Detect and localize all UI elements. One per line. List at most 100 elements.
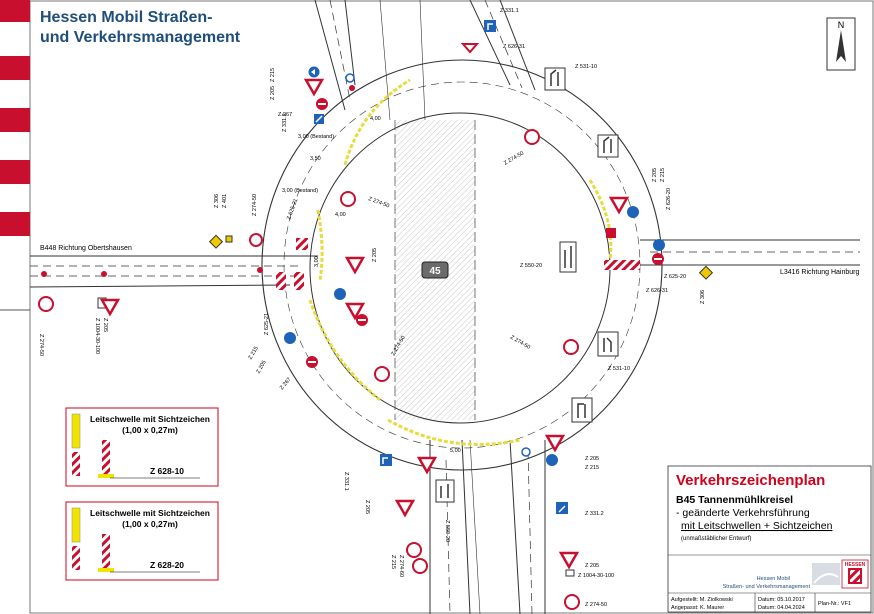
project-line1: - geänderte Verkehrsführung	[676, 507, 810, 519]
sign-label: Z 205	[652, 168, 658, 182]
legend-1-size: (1,00 x 0,27m)	[122, 425, 178, 435]
dim-label: 4,00	[335, 212, 346, 218]
sign-roundabout-ne	[627, 206, 639, 218]
sign-label: Z 267	[279, 377, 293, 392]
sign-priority-east	[698, 265, 714, 280]
chevron-board	[604, 260, 640, 270]
sign-label: Z 625-20	[664, 274, 686, 280]
date-created: Datum: 05.10.2017	[758, 597, 805, 603]
sign-label: Z 215	[270, 68, 276, 82]
sign-yield-center-b	[344, 302, 366, 321]
sign-label: Z 205	[256, 360, 268, 375]
north-arrow-icon	[836, 30, 846, 62]
sign-yield-sw-b	[394, 499, 416, 518]
header-line1: Hessen Mobil Straßen-	[40, 9, 212, 26]
sign-label: Z 215	[660, 168, 666, 182]
marker-west	[41, 271, 47, 277]
sign-50-west	[249, 233, 263, 247]
legend-box-2: Leitschwelle mit Sichtzeichen (1,00 x 0,…	[65, 501, 219, 581]
sign-401	[225, 235, 233, 243]
org-name-2: Straßen- und Verkehrsmanagement	[723, 584, 811, 590]
sign-yield-se	[544, 434, 566, 453]
sign-50-west-b	[38, 296, 54, 312]
sign-60-s	[406, 542, 422, 558]
sign-label: Z 274-50	[252, 194, 258, 216]
sign-yield-center	[344, 256, 366, 275]
motorway-number: 45	[429, 266, 441, 277]
sign-label: Z 1004-30-100	[578, 573, 614, 579]
north-label: N	[838, 20, 845, 30]
sign-yield-west	[99, 298, 121, 317]
sign-label: Z 531-10	[575, 64, 597, 70]
sign-50-se	[563, 339, 579, 355]
sign-331-1	[484, 20, 496, 32]
dim-label: 3,00	[314, 256, 320, 267]
sign-yield-s	[558, 551, 580, 570]
sign-331-1-s	[380, 454, 392, 466]
chevron-west	[296, 238, 308, 250]
frame	[29, 0, 874, 614]
legend-2-code: Z 628-20	[150, 560, 184, 570]
sign-50-s	[564, 594, 580, 610]
sign-60-s-b	[412, 558, 428, 574]
sign-label: Z 626-31	[646, 288, 668, 294]
roundabout-outer	[261, 59, 663, 471]
hessen-logo-text: HESSEN	[845, 562, 866, 568]
sign-label: Z 331.2	[585, 511, 604, 517]
plan-number: Plan-Nr.: VF1	[818, 601, 851, 607]
sign-label: Z 401	[222, 194, 228, 208]
sign-label: Z 205	[372, 248, 378, 262]
sign-label: Z 274-50	[367, 196, 390, 209]
legend-box-1: Leitschwelle mit Sichtzeichen (1,00 x 0,…	[65, 407, 219, 487]
sign-label: Z 205	[585, 563, 599, 569]
sign-blue-east	[653, 239, 665, 251]
dim-label: 3,50	[310, 156, 321, 162]
sign-label: Z 550-20	[444, 520, 450, 542]
adjusted-by: Angepasst: K. Maurer	[671, 605, 724, 611]
sign-531-10	[544, 67, 566, 91]
marker-west-b	[101, 271, 107, 277]
roads	[29, 0, 860, 614]
sign-50-center	[340, 191, 356, 207]
dim-label: 4,00	[370, 116, 381, 122]
sign-label: Z 274-50	[38, 334, 44, 356]
header-line2: und Verkehrsmanagement	[40, 29, 241, 46]
sign-label: Z 1004-30-100	[94, 318, 100, 354]
sign-roundabout-se	[546, 454, 558, 466]
title-block: Verkehrszeichenplan B45 Tannenmühlkreise…	[667, 465, 872, 613]
sign-label: Z 215	[390, 555, 396, 569]
legend-2-title: Leitschwelle mit Sichtzeichen	[90, 508, 210, 518]
sign-panel-s	[565, 569, 575, 577]
sign-label: Z 625-21	[264, 313, 270, 335]
sign-label: Z 215	[585, 465, 599, 471]
sign-label: Z 274-50	[509, 335, 531, 351]
sign-50-sw	[374, 366, 390, 382]
sign-yield-sw-exit	[416, 456, 438, 475]
legend-1-title: Leitschwelle mit Sichtzeichen	[90, 414, 210, 424]
dim-label: 3,00 (Bestand)	[298, 134, 334, 140]
sign-label: Z 306	[700, 290, 706, 304]
sign-priority-west	[208, 234, 224, 249]
sign-marker	[606, 228, 616, 238]
sign-531-se-b	[571, 397, 593, 423]
sign-label: Z 531-10	[608, 366, 630, 372]
chevron-west-b	[276, 272, 286, 290]
sign-label: Z 550-20	[520, 263, 542, 269]
sign-yield-ne	[608, 196, 630, 215]
sign-label: Z 331.2	[282, 113, 288, 132]
sign-50-speed	[524, 129, 540, 145]
marker-west-c	[257, 267, 263, 273]
project-line3: (unmaßstäblicher Entwurf)	[681, 536, 751, 542]
sign-label: Z 205	[270, 86, 276, 100]
legend-1-code: Z 628-10	[150, 466, 184, 476]
sign-label: Z 626-31	[503, 44, 525, 50]
project-line2: mit Leitschwellen + Sichtzeichen	[681, 520, 833, 532]
sign-550-20	[559, 241, 577, 273]
legend-2-size: (1,00 x 0,27m)	[122, 519, 178, 529]
sign-550-20-s	[435, 479, 455, 503]
road-label-east: L3416 Richtung Hainburg	[780, 269, 859, 276]
sign-label: Z 205	[364, 500, 370, 514]
date-adjusted: Datum: 04.04.2024	[758, 605, 805, 611]
